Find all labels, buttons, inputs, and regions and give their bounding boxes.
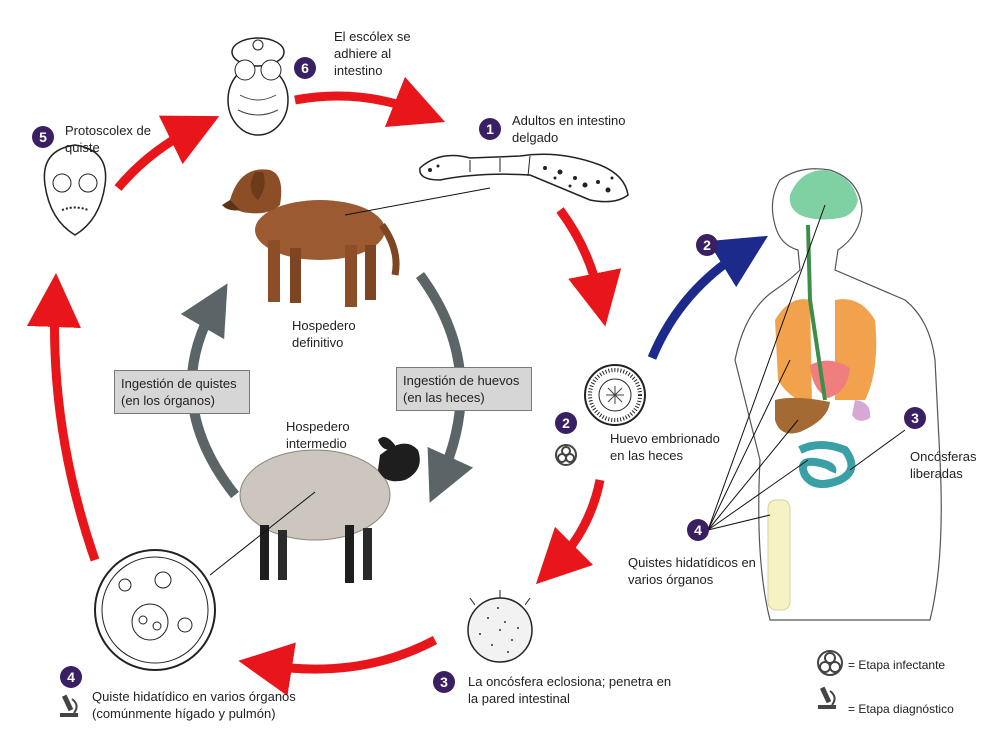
arrow-4-to-5 — [26, 273, 100, 562]
liver — [775, 397, 830, 434]
intestine — [798, 441, 856, 488]
stage-4-label: Quiste hidatídico en varios órganos (com… — [92, 689, 296, 721]
human-stage-4-label: Quistes hidatídicos en varios órganos — [628, 555, 756, 587]
lungs — [775, 299, 877, 405]
human-stage-2-badge: 2 — [696, 234, 718, 256]
arrow-6-to-1 — [294, 76, 446, 128]
legend-diagnostic-label: = Etapa diagnóstico — [848, 702, 954, 716]
stage-3-badge: 3 — [433, 671, 455, 693]
ingestion-cysts-box: Ingestión de quistes (en los órganos) — [114, 370, 250, 414]
hydatid-cyst-illustration — [94, 549, 216, 671]
sheep-illustration — [209, 436, 420, 583]
definitive-host-label: Hospedero definitivo — [292, 318, 356, 350]
human-stage-3-badge: 3 — [904, 407, 926, 429]
arrow-1-to-2 — [556, 207, 622, 327]
arrow-egg-to-human — [647, 235, 768, 360]
stomach — [852, 400, 871, 421]
human-stage-4-badge: 4 — [687, 519, 709, 541]
intermediate-host-label: Hospedero intermedio — [286, 419, 350, 451]
stage-6-label: El escólex se adhiere al intestino — [334, 29, 411, 78]
adult-worm-illustration — [419, 153, 629, 203]
scolex-illustration — [227, 37, 289, 136]
stage-1-label: Adultos en intestino delgado — [512, 113, 626, 145]
stage-5-label: Protoscolex de quiste — [65, 123, 151, 155]
arrow-3-to-4 — [238, 636, 438, 696]
brain — [789, 170, 858, 220]
embryonated-egg-illustration — [584, 364, 646, 426]
biohazard-icon — [555, 444, 577, 466]
stage-3-label: La oncósfera eclosiona; penetra en la pa… — [468, 674, 672, 706]
stage-1-badge: 1 — [479, 118, 501, 140]
oncosphere-illustration — [467, 590, 533, 663]
arrow-2-to-3 — [535, 479, 605, 585]
stage-2-badge: 2 — [555, 412, 577, 434]
stage-2-label: Huevo embrionado en las heces — [610, 431, 720, 463]
red-cycle-arrows — [26, 76, 622, 696]
dog-illustration — [222, 169, 491, 307]
biohazard-icon — [817, 650, 843, 676]
stage-4-badge: 4 — [60, 666, 82, 688]
protoscolex-illustration — [43, 144, 107, 236]
legend-infective-label: = Etapa infectante — [848, 658, 946, 672]
arrow-5-to-6 — [114, 115, 220, 191]
stage-6-badge: 6 — [294, 57, 316, 79]
femur — [767, 499, 791, 611]
microscope-icon — [818, 686, 836, 709]
microscope-icon — [60, 694, 78, 717]
stage-5-badge: 5 — [32, 126, 54, 148]
human-body-illustration — [707, 168, 942, 621]
ingestion-eggs-box: Ingestión de huevos (en las heces) — [396, 367, 532, 411]
human-stage-3-label: Oncósferas liberadas — [910, 449, 977, 481]
